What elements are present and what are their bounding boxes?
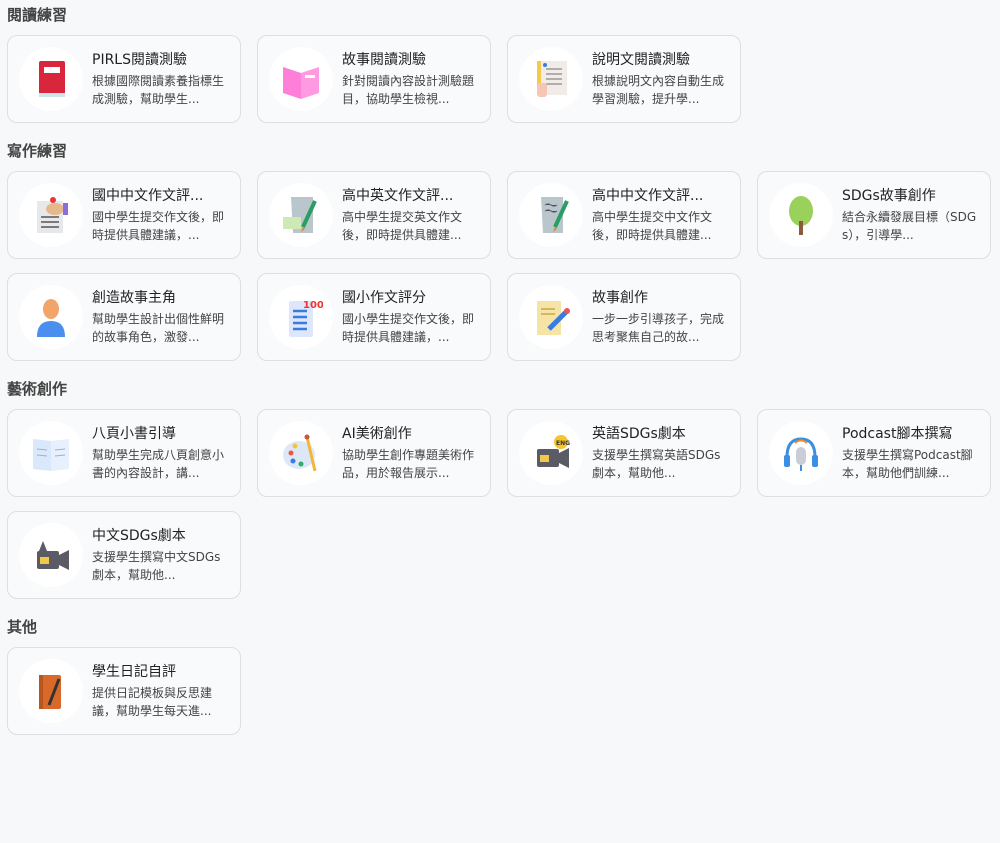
card-text: 故事閱讀測驗 針對閱讀內容設計測驗題目，協助學生檢視... xyxy=(342,51,482,108)
tool-card[interactable]: 說明文閱讀測驗 根據說明文內容自動生成學習測驗，提升學... xyxy=(507,35,741,123)
card-text: 高中英文作文評... 高中學生提交英文作文後，即時提供具體建... xyxy=(342,187,482,244)
tool-card[interactable]: 故事閱讀測驗 針對閱讀內容設計測驗題目，協助學生檢視... xyxy=(257,35,491,123)
card-description: 高中學生提交英文作文後，即時提供具體建... xyxy=(342,209,463,242)
palette-icon xyxy=(269,421,333,485)
card-description: 針對閱讀內容設計測驗題目，協助學生檢視... xyxy=(342,73,475,106)
card-title: 英語SDGs劇本 xyxy=(592,425,686,442)
card-description: 國中學生提交作文後，即時提供具體建議，... xyxy=(92,209,225,242)
card-title: 故事閱讀測驗 xyxy=(342,51,426,68)
tool-card[interactable]: 100 國小作文評分 國小學生提交作文後，即時提供具體建議，... xyxy=(257,273,491,361)
card-title: 中文SDGs劇本 xyxy=(92,527,186,544)
card-text: 高中中文作文評... 高中學生提交中文作文後，即時提供具體建... xyxy=(592,187,732,244)
tool-card[interactable]: ENG 英語SDGs劇本 支援學生撰寫英語SDGs劇本，幫助他... xyxy=(507,409,741,497)
writing-hand-icon xyxy=(19,183,83,247)
open-book-icon xyxy=(269,47,333,111)
card-text: AI美術創作 協助學生創作專題美術作品，用於報告展示... xyxy=(342,425,482,482)
section-1: 寫作練習 國中中文作文評... 國中學生提交作文後，即時提供具體建議，... 高… xyxy=(7,141,993,361)
tool-card[interactable]: 中文SDGs劇本 支援學生撰寫中文SDGs劇本，幫助他... xyxy=(7,511,241,599)
tool-catalog: 閱讀練習 PIRLS閱讀測驗 根據國際閱讀素養指標生成測驗，幫助學生... 故事… xyxy=(7,5,993,735)
tool-card[interactable]: 創造故事主角 幫助學生設計出個性鮮明的故事角色，激發... xyxy=(7,273,241,361)
card-description: 高中學生提交中文作文後，即時提供具體建... xyxy=(592,209,713,242)
section-title: 藝術創作 xyxy=(7,380,68,398)
section-2: 藝術創作 八頁小書引導 幫助學生完成八頁創意小書的內容設計，講... AI美術創… xyxy=(7,379,993,599)
tool-card[interactable]: AI美術創作 協助學生創作專題美術作品，用於報告展示... xyxy=(257,409,491,497)
podcast-mic-icon xyxy=(769,421,833,485)
card-title: 創造故事主角 xyxy=(92,289,176,306)
tree-icon xyxy=(769,183,833,247)
card-title: PIRLS閱讀測驗 xyxy=(92,51,187,68)
card-text: PIRLS閱讀測驗 根據國際閱讀素養指標生成測驗，幫助學生... xyxy=(92,51,232,108)
tool-card[interactable]: 高中中文作文評... 高中學生提交中文作文後，即時提供具體建... xyxy=(507,171,741,259)
diary-pen-icon xyxy=(19,659,83,723)
card-title: SDGs故事創作 xyxy=(842,187,936,204)
svg-text:100: 100 xyxy=(303,300,323,311)
card-grid: 國中中文作文評... 國中學生提交作文後，即時提供具體建議，... 高中英文作文… xyxy=(7,171,993,361)
card-title: 八頁小書引導 xyxy=(92,425,176,442)
booklet-icon xyxy=(19,421,83,485)
paper-pencil-icon xyxy=(519,285,583,349)
card-text: 八頁小書引導 幫助學生完成八頁創意小書的內容設計，講... xyxy=(92,425,232,482)
card-grid: PIRLS閱讀測驗 根據國際閱讀素養指標生成測驗，幫助學生... 故事閱讀測驗 … xyxy=(7,35,993,123)
tool-card[interactable]: 學生日記自評 提供日記模板與反思建議，幫助學生每天進... xyxy=(7,647,241,735)
card-title: 國小作文評分 xyxy=(342,289,426,306)
card-description: 幫助學生完成八頁創意小書的內容設計，講... xyxy=(92,447,225,480)
card-text: 說明文閱讀測驗 根據說明文內容自動生成學習測驗，提升學... xyxy=(592,51,732,108)
card-description: 提供日記模板與反思建議，幫助學生每天進... xyxy=(92,685,213,718)
camera-eng-icon: ENG xyxy=(519,421,583,485)
card-grid: 學生日記自評 提供日記模板與反思建議，幫助學生每天進... xyxy=(7,647,993,735)
document-hand-icon xyxy=(519,47,583,111)
card-text: 英語SDGs劇本 支援學生撰寫英語SDGs劇本，幫助他... xyxy=(592,425,732,482)
card-description: 協助學生創作專題美術作品，用於報告展示... xyxy=(342,447,475,480)
person-icon xyxy=(19,285,83,349)
red-book-icon xyxy=(19,47,83,111)
card-description: 支援學生撰寫英語SDGs劇本，幫助他... xyxy=(592,447,721,480)
card-text: 國中中文作文評... 國中學生提交作文後，即時提供具體建議，... xyxy=(92,187,232,244)
tool-card[interactable]: 八頁小書引導 幫助學生完成八頁創意小書的內容設計，講... xyxy=(7,409,241,497)
card-text: 國小作文評分 國小學生提交作文後，即時提供具體建議，... xyxy=(342,289,482,346)
section-3: 其他 學生日記自評 提供日記模板與反思建議，幫助學生每天進... xyxy=(7,617,993,735)
card-description: 根據國際閱讀素養指標生成測驗，幫助學生... xyxy=(92,73,225,106)
card-description: 幫助學生設計出個性鮮明的故事角色，激發... xyxy=(92,311,225,344)
score-100-icon: 100 xyxy=(269,285,333,349)
tool-card[interactable]: 故事創作 一步一步引導孩子，完成思考聚焦自己的故... xyxy=(507,273,741,361)
card-text: 學生日記自評 提供日記模板與反思建議，幫助學生每天進... xyxy=(92,663,232,720)
card-title: AI美術創作 xyxy=(342,425,412,442)
camera-icon xyxy=(19,523,83,587)
card-description: 根據說明文內容自動生成學習測驗，提升學... xyxy=(592,73,725,106)
card-description: 結合永續發展目標（SDGs），引導學... xyxy=(842,209,977,242)
card-title: 學生日記自評 xyxy=(92,663,176,680)
card-title: Podcast腳本撰寫 xyxy=(842,425,953,442)
card-title: 說明文閱讀測驗 xyxy=(592,51,690,68)
card-grid: 八頁小書引導 幫助學生完成八頁創意小書的內容設計，講... AI美術創作 協助學… xyxy=(7,409,993,599)
section-0: 閱讀練習 PIRLS閱讀測驗 根據國際閱讀素養指標生成測驗，幫助學生... 故事… xyxy=(7,5,993,123)
card-title: 國中中文作文評... xyxy=(92,187,204,204)
tool-card[interactable]: 高中英文作文評... 高中學生提交英文作文後，即時提供具體建... xyxy=(257,171,491,259)
card-text: 中文SDGs劇本 支援學生撰寫中文SDGs劇本，幫助他... xyxy=(92,527,232,584)
card-text: SDGs故事創作 結合永續發展目標（SDGs），引導學... xyxy=(842,187,982,244)
card-title: 高中英文作文評... xyxy=(342,187,454,204)
card-description: 國小學生提交作文後，即時提供具體建議，... xyxy=(342,311,475,344)
scroll-quill-icon xyxy=(519,183,583,247)
card-text: 創造故事主角 幫助學生設計出個性鮮明的故事角色，激發... xyxy=(92,289,232,346)
tool-card[interactable]: Podcast腳本撰寫 支援學生撰寫Podcast腳本，幫助他們訓練... xyxy=(757,409,991,497)
svg-text:ENG: ENG xyxy=(556,440,570,447)
card-title: 高中中文作文評... xyxy=(592,187,704,204)
card-title: 故事創作 xyxy=(592,289,648,306)
section-title: 閱讀練習 xyxy=(7,6,68,24)
scroll-eng-icon xyxy=(269,183,333,247)
section-title: 其他 xyxy=(7,618,38,636)
card-text: 故事創作 一步一步引導孩子，完成思考聚焦自己的故... xyxy=(592,289,732,346)
tool-card[interactable]: PIRLS閱讀測驗 根據國際閱讀素養指標生成測驗，幫助學生... xyxy=(7,35,241,123)
tool-card[interactable]: SDGs故事創作 結合永續發展目標（SDGs），引導學... xyxy=(757,171,991,259)
card-description: 一步一步引導孩子，完成思考聚焦自己的故... xyxy=(592,311,725,344)
tool-card[interactable]: 國中中文作文評... 國中學生提交作文後，即時提供具體建議，... xyxy=(7,171,241,259)
card-description: 支援學生撰寫中文SDGs劇本，幫助他... xyxy=(92,549,221,582)
card-description: 支援學生撰寫Podcast腳本，幫助他們訓練... xyxy=(842,447,973,480)
card-text: Podcast腳本撰寫 支援學生撰寫Podcast腳本，幫助他們訓練... xyxy=(842,425,982,482)
section-title: 寫作練習 xyxy=(7,142,68,160)
